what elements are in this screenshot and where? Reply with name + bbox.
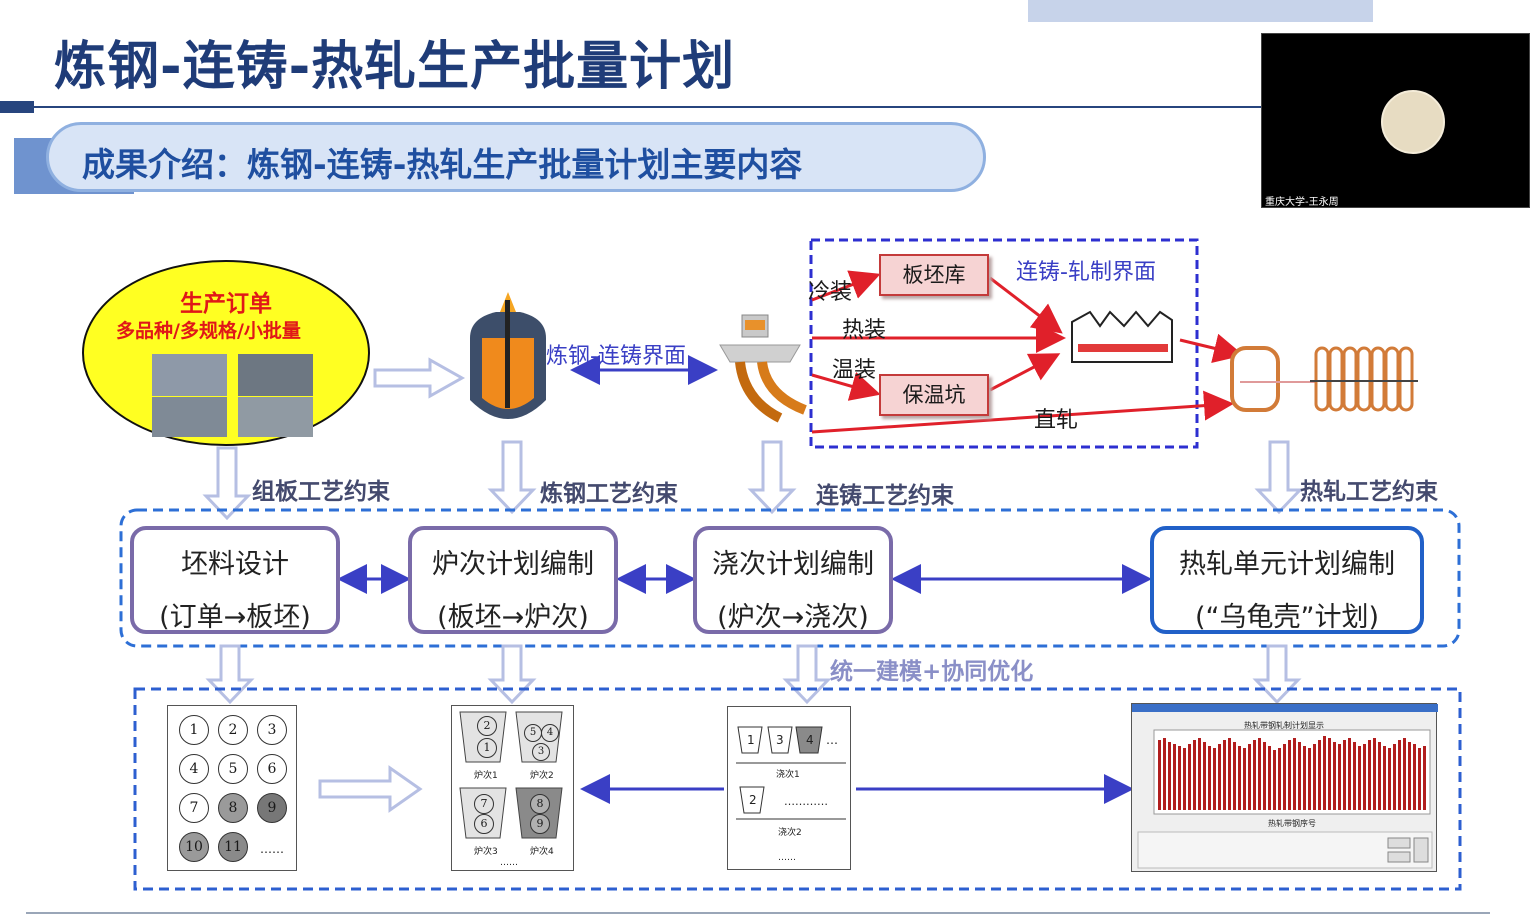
heat-slab: 1	[477, 738, 497, 758]
grouping-constraint-label: 组板工艺约束	[252, 479, 390, 505]
top-toolbar-strip	[1028, 0, 1373, 22]
cast-heat: 4	[806, 733, 814, 747]
process-title: 炉次计划编制	[432, 549, 594, 580]
holding-pit-box: 保温坑	[879, 374, 989, 416]
cast-heat: 2	[749, 793, 757, 807]
slab-circle: 2	[218, 715, 248, 745]
cast-label: 浇次2	[778, 828, 802, 838]
heat-slab: 4	[541, 724, 559, 742]
slab-circle: 3	[257, 715, 287, 745]
heat-label: 炉次3	[474, 847, 498, 857]
heat-slab: 2	[477, 716, 497, 736]
route-hot-label: 热装	[842, 318, 887, 343]
rolling-chart-title: 热轧带钢轧制计划显示	[1244, 721, 1324, 730]
slide-title: 炼钢-连铸-热轧生产批量计划	[54, 37, 736, 97]
slab-circle: 5	[218, 754, 248, 784]
heat-label: 炉次2	[530, 771, 554, 781]
heat-slab: 6	[474, 814, 494, 834]
route-warm-label: 温装	[832, 358, 877, 383]
cast-planning-panel: 1 3 4 … 浇次1 2 ………… 浇次2 ……	[727, 706, 851, 870]
title-divider	[0, 106, 1262, 108]
slab-circle: 9	[257, 793, 287, 823]
slab-circle: 10	[179, 832, 209, 862]
process-cast-planning: 浇次计划编制 (炉次→浇次)	[693, 526, 893, 634]
slab-ellipsis: ……	[260, 842, 284, 856]
slab-circle: 6	[257, 754, 287, 784]
heat-slab: 5	[524, 724, 542, 742]
heat-label: 炉次1	[474, 771, 498, 781]
casting-constraint-label: 连铸工艺约束	[816, 483, 954, 509]
slab-circle: 7	[179, 793, 209, 823]
cast-heat: 3	[776, 733, 784, 747]
cast-label: 浇次1	[776, 770, 800, 780]
rolling-bars	[1137, 729, 1433, 869]
process-heat-planning: 炉次计划编制 (板坯→炉次)	[408, 526, 618, 634]
order-subtitle: 多品种/多规格/小批量	[116, 320, 301, 342]
heat-planning-panel: 2 1 炉次1 5 4 3 炉次2 7 6 炉次3 8 9 炉次4 ……	[451, 705, 574, 871]
footer-divider	[26, 912, 1490, 914]
slab-circle: 11	[218, 832, 248, 862]
rolling-chart-xlabel: 热轧带钢序号	[1268, 819, 1316, 828]
caster-rolling-interface-label: 连铸-轧制界面	[1016, 260, 1156, 285]
cast-more: …………	[784, 795, 828, 808]
window-titlebar	[1132, 704, 1438, 712]
section-banner	[46, 122, 986, 192]
cast-ladles	[736, 726, 846, 820]
slab-circle: 8	[218, 793, 248, 823]
steelmaking-constraint-label: 炼钢工艺约束	[540, 481, 678, 507]
slab-circle: 1	[179, 715, 209, 745]
heat-slab: 8	[530, 794, 550, 814]
route-direct-label: 直轧	[1034, 408, 1079, 433]
heat-ellipsis: ……	[500, 858, 518, 868]
rolling-schedule-panel: 热轧带钢轧制计划显示 热轧带钢序号	[1131, 703, 1438, 872]
route-cold-label: 冷装	[808, 280, 853, 305]
cast-more: …	[826, 733, 838, 747]
process-subtitle: (“乌龟壳”计划)	[1194, 602, 1380, 633]
heat-slab: 3	[532, 743, 550, 761]
heat-label: 炉次4	[530, 847, 554, 857]
title-divider-accent	[0, 101, 34, 113]
process-title: 坯料设计	[181, 549, 289, 580]
speaker-avatar	[1381, 90, 1445, 154]
slab-circle: 4	[179, 754, 209, 784]
hot-rolling-constraint-label: 热轧工艺约束	[1300, 479, 1438, 505]
heat-slab: 9	[530, 814, 550, 834]
slab-yard-box: 板坯库	[879, 254, 989, 296]
cast-ellipsis: ……	[778, 853, 796, 863]
process-subtitle: (订单→板坯)	[159, 602, 311, 633]
heat-slab: 7	[474, 794, 494, 814]
steel-caster-interface-label: 炼钢-连铸界面	[546, 344, 686, 369]
process-hot-rolling-unit: 热轧单元计划编制 (“乌龟壳”计划)	[1150, 526, 1424, 634]
order-title: 生产订单	[180, 291, 272, 317]
section-banner-text: 成果介绍：炼钢-连铸-热轧生产批量计划主要内容	[82, 145, 803, 184]
process-subtitle: (板坯→炉次)	[437, 602, 589, 633]
unified-modeling-label: 统一建模+协同优化	[830, 659, 1034, 685]
process-title: 浇次计划编制	[712, 549, 874, 580]
process-title: 热轧单元计划编制	[1179, 549, 1395, 580]
cast-heat: 1	[747, 733, 755, 747]
speaker-label: 重庆大学-王永周	[1265, 197, 1339, 208]
slab-design-panel: 1 2 3 4 5 6 7 8 9 10 11 ……	[167, 705, 297, 871]
process-subtitle: (炉次→浇次)	[717, 602, 869, 633]
process-slab-design: 坯料设计 (订单→板坯)	[130, 526, 340, 634]
